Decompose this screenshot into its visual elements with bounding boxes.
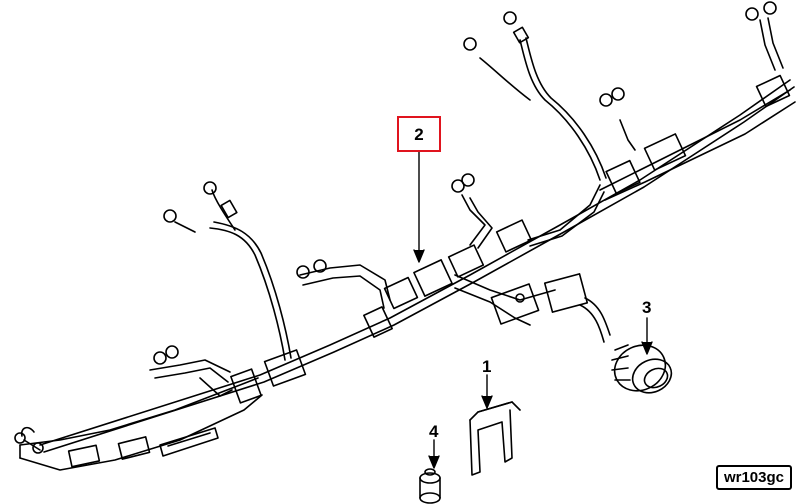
leader-line-2-arrow xyxy=(413,249,425,263)
spacer-part xyxy=(419,468,441,504)
left-upper-lead xyxy=(163,181,292,361)
callout-2-highlighted: 2 xyxy=(397,116,441,152)
left-branch-connectors xyxy=(14,345,307,454)
callout-1: 1 xyxy=(482,357,492,376)
round-connector xyxy=(611,344,673,394)
right-upper-bracket xyxy=(599,1,796,201)
leader-lines xyxy=(413,151,653,469)
u-clip-part xyxy=(469,401,521,476)
figure-reference-code: wr103gc xyxy=(715,465,792,490)
center-bracket xyxy=(296,244,485,338)
center-branch xyxy=(454,273,611,343)
leader-line-3-arrow xyxy=(641,341,653,355)
leader-line-1-arrow xyxy=(481,395,493,409)
left-mounting-rail xyxy=(19,377,263,471)
top-middle-lead xyxy=(463,11,607,181)
center-upper-branch xyxy=(451,173,605,253)
callout-4: 4 xyxy=(429,422,439,441)
callout-3: 3 xyxy=(642,298,652,317)
callout-2-label: 2 xyxy=(414,124,424,144)
leader-line-4-arrow xyxy=(428,455,440,469)
